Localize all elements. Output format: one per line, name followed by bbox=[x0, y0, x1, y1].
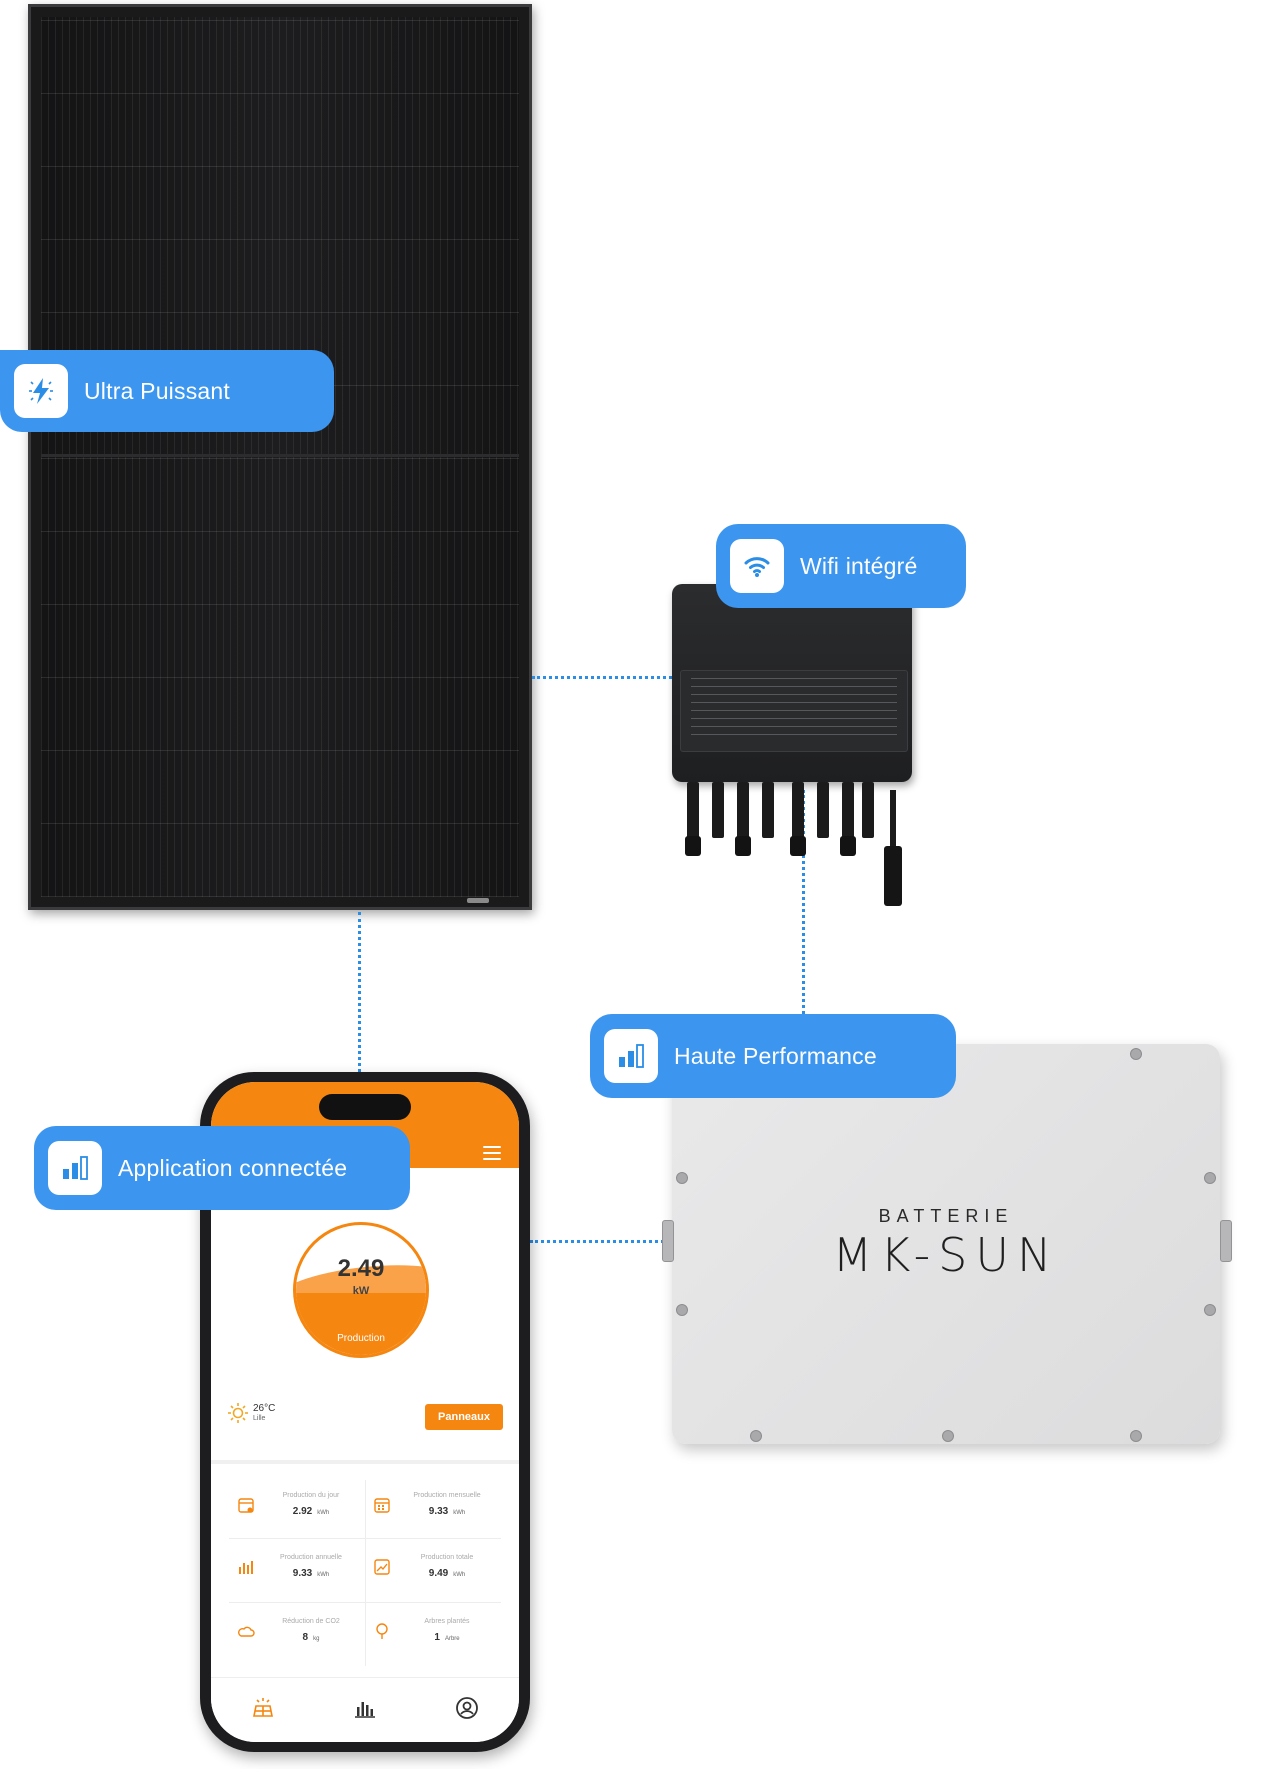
weather-widget: 26°C Lille bbox=[227, 1402, 275, 1424]
bar-chart-icon[interactable] bbox=[353, 1696, 377, 1720]
calendar-icon bbox=[374, 1498, 390, 1513]
connector-inverter-battery bbox=[802, 790, 805, 1020]
calendar-icon bbox=[238, 1498, 254, 1513]
app-screen: 2.49 kW Production 26°C Lille Panneaux P… bbox=[211, 1082, 519, 1742]
sun-icon bbox=[228, 1403, 248, 1423]
production-value: 2.49 bbox=[337, 1255, 385, 1282]
badge-label: Ultra Puissant bbox=[84, 377, 230, 404]
chart-icon bbox=[374, 1559, 390, 1575]
connector-panel-inverter bbox=[532, 676, 672, 679]
weather-temp: 26°C bbox=[253, 1402, 276, 1414]
battery-brand-logo: MK-SUN bbox=[832, 1228, 1060, 1282]
connector-panel-phone bbox=[358, 912, 361, 1072]
weather-city: Lille bbox=[253, 1414, 266, 1422]
badge-label: Application connectée bbox=[118, 1154, 348, 1181]
user-icon[interactable] bbox=[455, 1696, 479, 1720]
lightning-icon bbox=[14, 364, 68, 418]
production-label: Production bbox=[337, 1333, 385, 1344]
badge-label: Haute Performance bbox=[674, 1042, 877, 1069]
badge-haute-performance: Haute Performance bbox=[590, 1014, 956, 1098]
app-tab-bar bbox=[211, 1677, 519, 1742]
production-gauge: 2.49 kW Production bbox=[293, 1222, 429, 1358]
wifi-icon bbox=[730, 539, 784, 593]
battery-image bbox=[672, 1044, 1220, 1444]
solar-panel-icon[interactable] bbox=[251, 1696, 275, 1720]
panels-button[interactable]: Panneaux bbox=[425, 1404, 503, 1430]
bar-chart-icon bbox=[48, 1141, 102, 1195]
menu-icon[interactable] bbox=[483, 1146, 501, 1164]
bar-chart-icon bbox=[604, 1029, 658, 1083]
battery-title: BATTERIE bbox=[878, 1206, 1014, 1226]
solar-panel-image bbox=[28, 4, 532, 910]
tree-icon bbox=[376, 1623, 388, 1639]
connector-phone-battery bbox=[530, 1240, 670, 1243]
badge-wifi-integre: Wifi intégré bbox=[716, 524, 966, 608]
cloud-icon bbox=[238, 1626, 255, 1637]
badge-ultra-puissant: Ultra Puissant bbox=[0, 350, 334, 432]
badge-application-connectee: Application connectée bbox=[34, 1126, 410, 1210]
bar-chart-icon bbox=[239, 1561, 253, 1574]
inverter-label-plate bbox=[680, 670, 908, 752]
production-unit: kW bbox=[352, 1285, 370, 1297]
badge-label: Wifi intégré bbox=[800, 552, 918, 579]
